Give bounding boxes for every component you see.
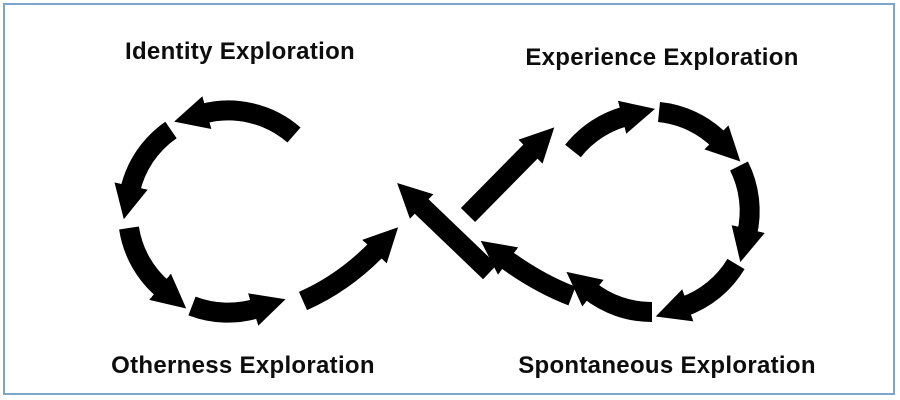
- left-cycle-arrow-bottom: [188, 293, 286, 326]
- center-arrow-up-left: [397, 183, 497, 280]
- right-cycle-arrow-lower-left: [480, 240, 576, 306]
- label-spontaneous-exploration: Spontaneous Exploration: [518, 352, 816, 379]
- left-cycle-arrow-top: [174, 96, 301, 143]
- right-cycle-arrow-right: [729, 161, 765, 263]
- label-identity-exploration: Identity Exploration: [124, 38, 356, 65]
- left-cycle-arrow-upper-left: [114, 121, 177, 220]
- right-cycle-arrow-upper-left: [565, 100, 656, 158]
- center-arrow-up-right: [460, 127, 555, 223]
- right-cycle-arrow-lower-right: [655, 258, 745, 322]
- right-cycle-arrow-bottom: [566, 271, 653, 323]
- label-experience-exploration: Experience Exploration: [525, 44, 799, 71]
- label-otherness-exploration: Otherness Exploration: [111, 352, 375, 379]
- left-cycle-arrow-lower-left: [119, 226, 187, 309]
- left-cycle-arrow-lower-right: [298, 227, 399, 311]
- right-cycle-arrow-top: [657, 102, 741, 162]
